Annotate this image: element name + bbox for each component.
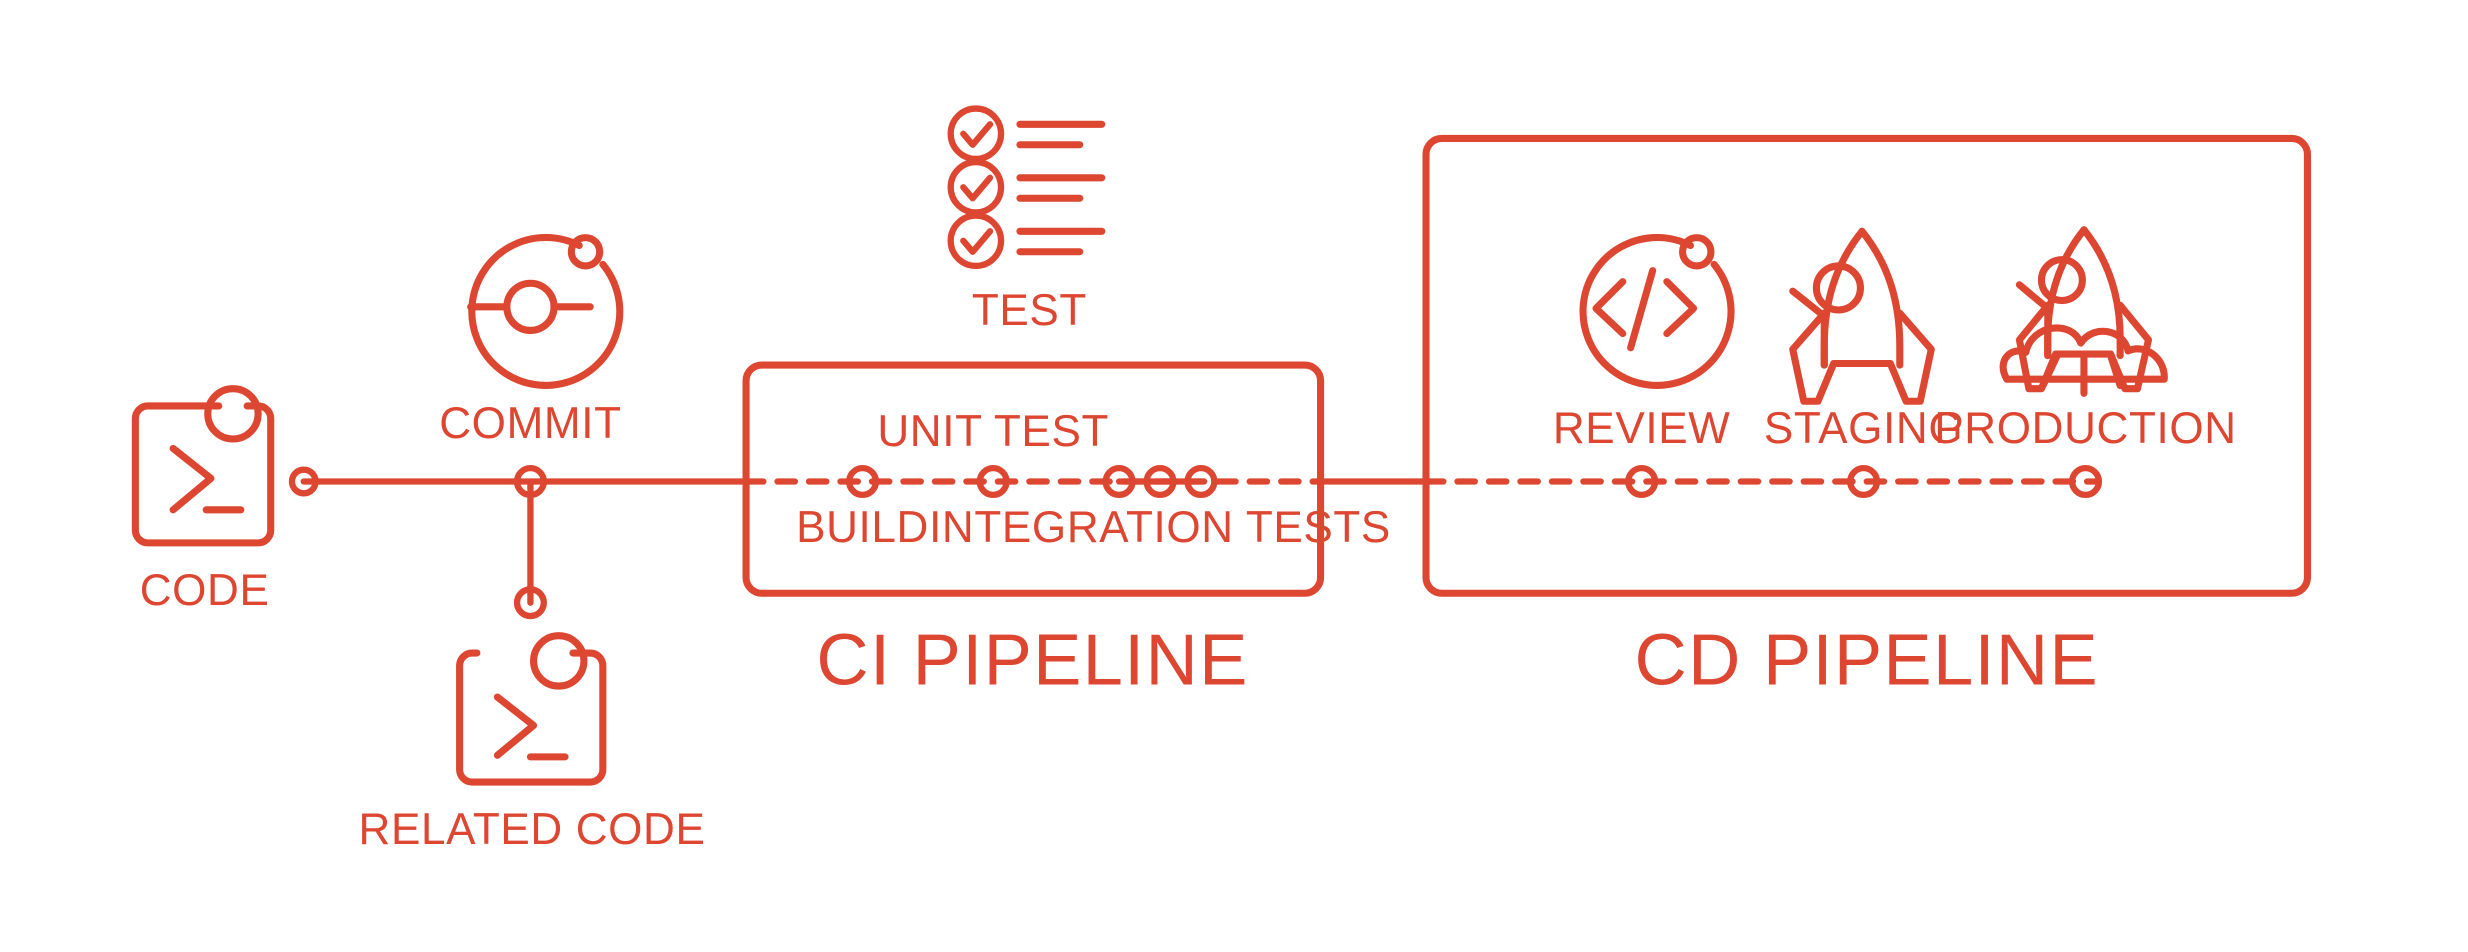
checklist-check-circle-1: [947, 105, 1005, 163]
node-related-code[interactable]: [513, 586, 547, 620]
cd-pipeline-group[interactable]: REVIEW STAGING: [1422, 134, 2311, 701]
rocket-idle-icon: [1789, 227, 1935, 405]
checklist-check-mark-3: [960, 228, 994, 255]
review-label: REVIEW: [1553, 404, 1731, 453]
node-integration-test-2[interactable]: [1143, 464, 1177, 499]
node-integration-test-1[interactable]: [1102, 464, 1136, 499]
related-code-badge-circle: [530, 632, 588, 690]
production-label: PRODUCTION: [1934, 404, 2236, 453]
timeline-nodes: [288, 464, 2103, 620]
terminal-code-icon: [456, 632, 607, 786]
checklist-check-mark-1: [960, 121, 994, 148]
related-code-label: RELATED CODE: [359, 805, 706, 854]
staging-icon-group[interactable]: STAGING: [1764, 227, 1963, 453]
node-review[interactable]: [1625, 464, 1659, 499]
code-frame: [131, 402, 275, 547]
ci-pipeline-box: [742, 361, 1325, 597]
code-badge-circle: [204, 385, 262, 443]
test-label: TEST: [972, 286, 1087, 335]
related-code-prompt-chevron: [493, 693, 538, 759]
cd-pipeline-box: [1422, 134, 2311, 597]
review-circle-node: [1679, 234, 1715, 270]
production-icon-group[interactable]: PRODUCTION: [1934, 226, 2236, 453]
code-prompt-chevron: [169, 444, 215, 514]
code-icon-group[interactable]: CODE: [131, 385, 275, 615]
related-code-frame: [456, 649, 607, 786]
commit-label: COMMIT: [439, 399, 621, 448]
commit-icon-group[interactable]: COMMIT: [439, 233, 624, 448]
ci-node-label-integration-tests: INTEGRATION TESTS: [929, 503, 1391, 552]
terminal-code-icon: [131, 385, 275, 547]
checklist-check-circle-2: [947, 158, 1005, 216]
commit-inner-circle: [503, 279, 558, 334]
checklist-check-mark-2: [960, 174, 994, 202]
commit-orbit-node: [567, 234, 604, 270]
cd-pipeline-title: CD PIPELINE: [1635, 620, 2099, 701]
node-commit[interactable]: [513, 464, 547, 499]
staging-label: STAGING: [1764, 404, 1963, 453]
node-integration-test-3[interactable]: [1184, 464, 1218, 499]
commit-orbit-icon: [467, 233, 624, 389]
review-icon-group[interactable]: REVIEW: [1553, 233, 1735, 453]
node-unit-test[interactable]: [976, 464, 1010, 499]
review-bracket-left: [1592, 278, 1627, 338]
related-code-icon-group[interactable]: RELATED CODE: [359, 632, 706, 854]
review-slash: [1627, 267, 1657, 352]
code-label: CODE: [140, 566, 270, 615]
ci-node-label-unit-test: UNIT TEST: [877, 407, 1109, 456]
ci-node-label-build: BUILD: [796, 503, 929, 552]
node-staging[interactable]: [1847, 464, 1881, 499]
test-icon-group[interactable]: TEST: [947, 105, 1106, 335]
rocket-launch-porthole: [2037, 256, 2086, 305]
node-code[interactable]: [288, 466, 319, 497]
rocket-idle-porthole: [1812, 262, 1864, 314]
code-brackets-circle-icon: [1579, 233, 1735, 389]
rocket-idle-body-right: [1858, 227, 1904, 369]
review-circle-arc: [1579, 233, 1735, 389]
review-bracket-right: [1663, 278, 1698, 338]
rocket-launch-icon: [1999, 226, 2168, 397]
rocket-idle-fins: [1789, 309, 1935, 405]
checklist-check-circle-3: [947, 212, 1005, 270]
rocket-launch-smoke-cloud: [1999, 324, 2168, 383]
checklist-icon: [947, 105, 1106, 270]
node-production[interactable]: [2068, 464, 2103, 499]
node-build[interactable]: [846, 464, 880, 499]
ci-pipeline-title: CI PIPELINE: [816, 620, 1248, 701]
rocket-launch-exhaust: [2039, 352, 2124, 397]
commit-orbit-arc: [468, 233, 624, 389]
ci-pipeline-group[interactable]: UNIT TEST BUILD INTEGRATION TESTS CI PIP…: [742, 361, 1391, 701]
